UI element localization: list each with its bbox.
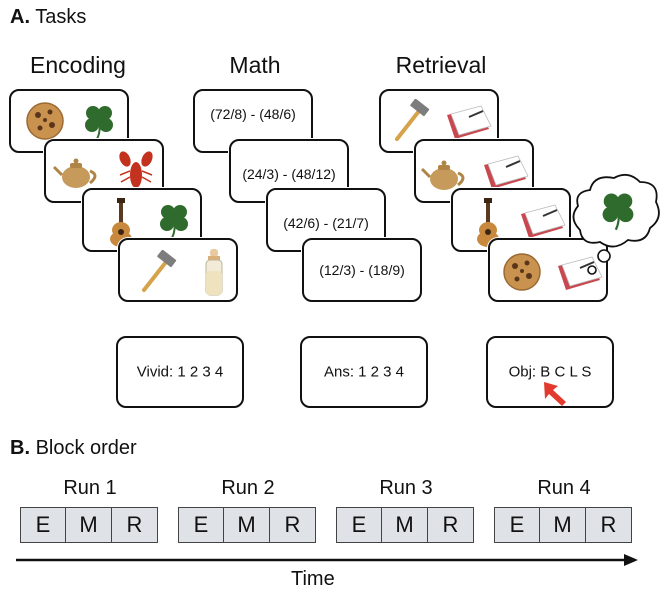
math-problem-2: (24/3) - (48/12) bbox=[242, 166, 336, 182]
section-a-letter: A. bbox=[10, 6, 30, 28]
lobster-icon bbox=[116, 149, 156, 193]
response-screen-retrieval: Obj: B C L S bbox=[486, 336, 614, 408]
block-encoding: E bbox=[20, 507, 66, 543]
block-encoding: E bbox=[178, 507, 224, 543]
block-math: M bbox=[66, 507, 112, 543]
block-math: M bbox=[540, 507, 586, 543]
block-math: M bbox=[382, 507, 428, 543]
red-arrow-icon bbox=[544, 382, 566, 406]
vividness-scale: Vivid: 1 2 3 4 bbox=[136, 363, 224, 381]
math-card-4: (12/3) - (18/9) bbox=[302, 238, 422, 302]
section-b-heading: B. Block order bbox=[10, 437, 137, 460]
section-b-letter: B. bbox=[10, 437, 30, 459]
run-2-blocks: E M R bbox=[178, 507, 316, 543]
math-problem-1: (72/8) - (48/6) bbox=[210, 105, 296, 122]
thought-bubble bbox=[572, 173, 660, 275]
answer-scale: Ans: 1 2 3 4 bbox=[323, 363, 405, 381]
run-1-blocks: E M R bbox=[20, 507, 158, 543]
block-math: M bbox=[224, 507, 270, 543]
block-encoding: E bbox=[494, 507, 540, 543]
math-problem-3: (42/6) - (21/7) bbox=[283, 215, 369, 231]
block-retrieval: R bbox=[586, 507, 632, 543]
cookie-icon bbox=[25, 101, 65, 141]
teapot-icon bbox=[52, 153, 102, 193]
response-screen-math: Ans: 1 2 3 4 bbox=[300, 336, 428, 408]
section-b-title: Block order bbox=[35, 437, 137, 459]
time-arrow bbox=[16, 554, 638, 566]
run-3-blocks: E M R bbox=[336, 507, 474, 543]
block-retrieval: R bbox=[112, 507, 158, 543]
time-label: Time bbox=[291, 568, 335, 590]
object-choice-scale: Obj: B C L S bbox=[508, 363, 592, 381]
run-4-label: Run 4 bbox=[537, 477, 591, 499]
hammer-icon bbox=[389, 99, 433, 143]
block-retrieval: R bbox=[428, 507, 474, 543]
hammer-icon bbox=[136, 250, 180, 294]
clover-icon bbox=[154, 200, 194, 240]
column-title-encoding: Encoding bbox=[30, 52, 126, 78]
column-title-retrieval: Retrieval bbox=[395, 52, 487, 78]
section-a-heading: A. Tasks bbox=[10, 6, 86, 29]
math-problem-4: (12/3) - (18/9) bbox=[319, 262, 405, 278]
notebook-icon bbox=[443, 103, 493, 143]
encoding-card-4 bbox=[118, 238, 238, 302]
section-a-title: Tasks bbox=[35, 6, 87, 28]
block-encoding: E bbox=[336, 507, 382, 543]
clover-icon bbox=[79, 101, 119, 141]
baby-bottle-icon bbox=[202, 246, 226, 298]
response-screen-encoding: Vivid: 1 2 3 4 bbox=[116, 336, 244, 408]
run-4-blocks: E M R bbox=[494, 507, 632, 543]
column-title-math: Math bbox=[229, 52, 281, 78]
run-1-label: Run 1 bbox=[63, 477, 117, 499]
run-2-label: Run 2 bbox=[221, 477, 275, 499]
cookie-icon bbox=[502, 252, 542, 292]
notebook-icon bbox=[517, 202, 567, 242]
notebook-icon bbox=[480, 153, 530, 193]
run-3-label: Run 3 bbox=[379, 477, 433, 499]
block-retrieval: R bbox=[270, 507, 316, 543]
